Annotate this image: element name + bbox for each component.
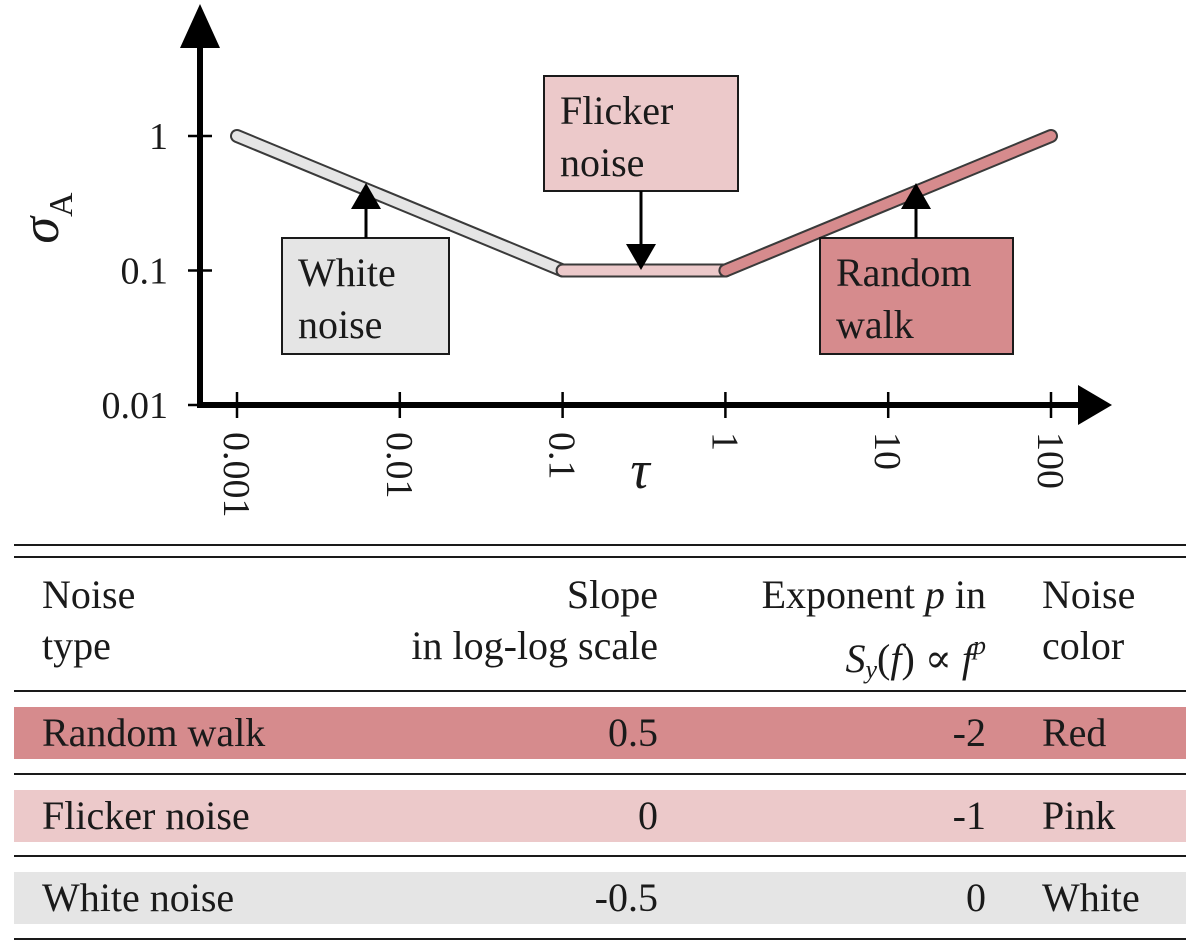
header-noise-color: Noise color bbox=[1042, 569, 1135, 671]
x-tick-label: 10 bbox=[866, 432, 908, 470]
series-line bbox=[720, 131, 1056, 276]
row-noise-type: Random walk bbox=[42, 710, 266, 755]
y-tick-label: 0.01 bbox=[102, 385, 169, 427]
row-color-name: Red bbox=[1042, 710, 1107, 755]
row-noise-type: Flicker noise bbox=[42, 793, 250, 838]
series-layer bbox=[230, 129, 1058, 278]
annotation-arrowhead bbox=[351, 183, 381, 209]
annotation-arrowhead bbox=[901, 183, 931, 209]
header-rule bbox=[14, 690, 1186, 692]
row-noise-type: White noise bbox=[42, 875, 235, 920]
series-line bbox=[232, 131, 568, 276]
table-row-random-walk: Random walk 0.5 -2 Red bbox=[14, 707, 1186, 759]
annotation-arrowhead bbox=[626, 244, 656, 270]
row-slope: 0 bbox=[638, 793, 658, 838]
header-exponent: Exponent p in Sy(f) ∝ fp bbox=[762, 569, 986, 695]
annotation-line1: Random bbox=[836, 250, 972, 295]
table-header: Noise type Slope in log-log scale Expone… bbox=[14, 569, 1186, 684]
y-axis-label: σ bbox=[10, 215, 70, 244]
row-exponent: -1 bbox=[952, 793, 986, 838]
y-axis-arrowhead bbox=[180, 4, 220, 48]
y-tick-label: 0.1 bbox=[121, 251, 169, 293]
annotation-line2: noise bbox=[560, 140, 644, 185]
row-rule-2 bbox=[14, 855, 1186, 857]
y-axis-label-group: σA bbox=[10, 192, 80, 244]
y-tick-label: 1 bbox=[149, 116, 168, 158]
header-noise-type: Noise type bbox=[42, 569, 135, 671]
x-axis-label: τ bbox=[630, 440, 651, 500]
ticks-layer: 0.001 0.01 0.1 1 10 100 0.01 0.1 1 bbox=[102, 116, 1072, 518]
table-row-flicker-noise: Flicker noise 0 -1 Pink bbox=[14, 790, 1186, 842]
header-noise-color-line1: Noise bbox=[1042, 572, 1136, 617]
row-color-name: White bbox=[1042, 875, 1140, 920]
table-top-rule bbox=[14, 544, 1186, 546]
annotation-box bbox=[281, 237, 450, 355]
annotation-line1: Flicker bbox=[560, 88, 673, 133]
x-tick-label: 0.01 bbox=[378, 432, 420, 499]
row-rule-1 bbox=[14, 773, 1186, 775]
header-noise-color-line2: color bbox=[1042, 623, 1125, 668]
header-exponent-line2: Sy(f) ∝ fp bbox=[845, 631, 986, 684]
row-slope: 0.5 bbox=[608, 710, 658, 755]
y-axis-label-sub: A bbox=[43, 192, 80, 217]
row-slope: -0.5 bbox=[594, 875, 658, 920]
table-row-white-noise: White noise -0.5 0 White bbox=[14, 872, 1186, 924]
annotation-box bbox=[543, 75, 739, 192]
annotation-line1: White bbox=[298, 250, 396, 295]
annotation-line2: walk bbox=[836, 302, 914, 347]
x-tick-label: 0.001 bbox=[215, 432, 257, 518]
header-slope-line1: Slope bbox=[566, 572, 658, 617]
annotation-line2: noise bbox=[298, 302, 382, 347]
row-color-name: Pink bbox=[1042, 793, 1116, 838]
svg-text:σA: σA bbox=[10, 192, 80, 244]
header-noise-type-line2: type bbox=[42, 623, 111, 668]
table-bottom-rule bbox=[14, 938, 1186, 940]
x-tick-label: 0.1 bbox=[541, 432, 583, 480]
x-tick-label: 1 bbox=[703, 432, 745, 451]
table-top-rule-2 bbox=[14, 556, 1186, 558]
header-exponent-line1: Exponent p in bbox=[761, 572, 986, 617]
row-exponent: -2 bbox=[952, 710, 986, 755]
axes bbox=[180, 4, 1112, 425]
header-noise-type-line1: Noise bbox=[42, 572, 136, 617]
x-axis-arrowhead bbox=[1078, 385, 1112, 425]
row-exponent: 0 bbox=[966, 875, 986, 920]
header-slope: Slope in log-log scale bbox=[411, 569, 658, 671]
header-slope-line2: in log-log scale bbox=[411, 623, 658, 668]
x-tick-label: 100 bbox=[1029, 432, 1071, 489]
